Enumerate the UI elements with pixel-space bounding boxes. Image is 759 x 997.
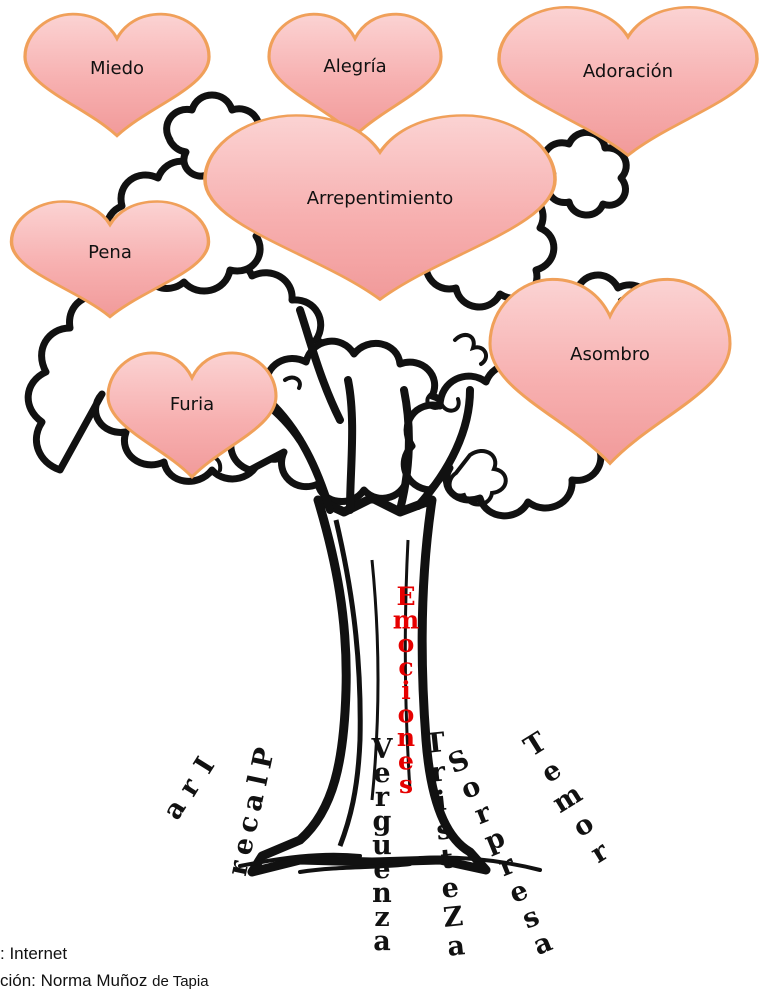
root-letter: r [429,756,447,788]
heart-label-adoracion: Adoración [583,61,673,82]
root-letter: a [157,794,193,825]
credit-source: : Internet [0,944,67,964]
root-letter: a [529,926,557,961]
heart-label-pena: Pena [88,242,132,263]
root-letter: Z [442,901,465,934]
root-letter: a [446,930,467,963]
root-letter: e [440,872,460,905]
root-letter: P [246,745,281,771]
credit-source-text: : Internet [0,944,67,963]
root-letter: I [188,752,221,779]
root-letter: i [434,786,447,818]
credit-author: ción: Norma Muñoz de Tapia [0,971,209,991]
root-letter: l [242,772,274,788]
heart-label-furia: Furia [170,394,214,415]
root-letter: c [232,813,266,836]
credit-author-suffix: de Tapia [152,973,208,990]
heart-label-miedo: Miedo [90,58,144,79]
root-letter: T [423,727,446,760]
heart-label-alegria: Alegría [323,56,386,77]
root-letter: s [435,814,453,846]
root-letter: a [237,790,271,814]
heart-label-arrepentimiento: Arrepentimiento [307,188,454,209]
root-word-ira: Ira [157,752,221,825]
tree-trunk [252,498,486,872]
heart-label-asombro: Asombro [570,344,650,365]
root-letter: r [222,857,255,878]
root-letter: r [585,835,614,869]
heart-adoracion: Adoración [499,7,757,155]
root-letter: r [173,773,207,802]
root-letter: e [227,835,261,858]
root-letter: a [373,926,391,957]
credit-author-text: ción: Norma Muñoz [0,971,147,990]
trunk-letter: s [399,770,413,799]
